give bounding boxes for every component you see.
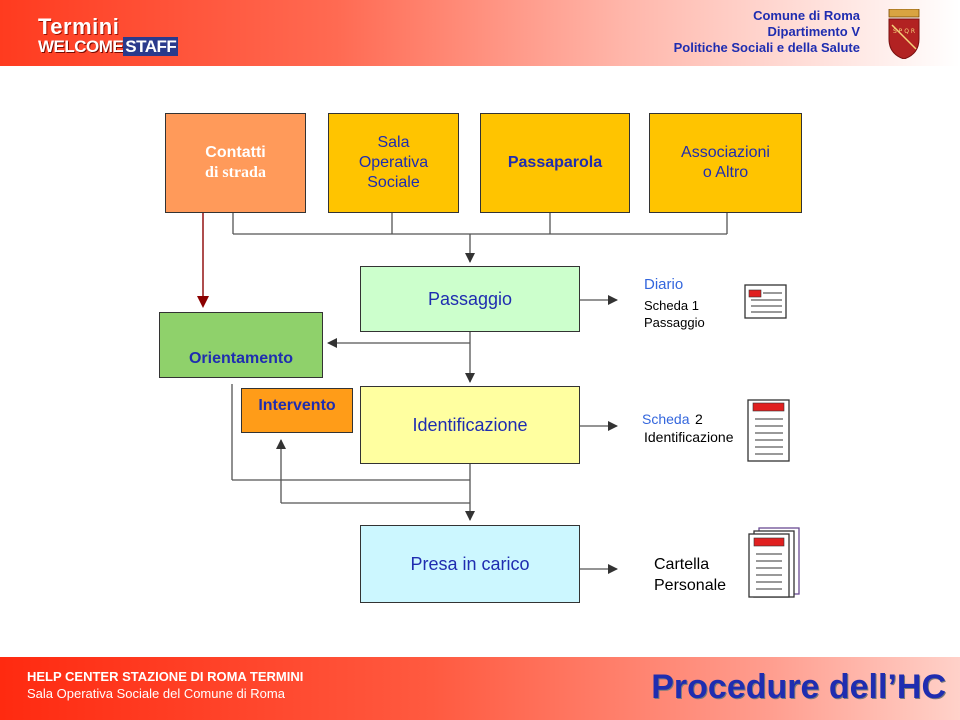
crest-icon: S P Q R	[888, 9, 920, 59]
box-identificazione: Identificazione	[360, 386, 580, 464]
svg-text:S P Q R: S P Q R	[893, 28, 915, 35]
presa-label: Presa in carico	[410, 554, 530, 574]
intervento-label: Intervento	[258, 397, 336, 414]
header-line-comune: Comune di Roma	[753, 8, 860, 23]
footer-sala-operativa: Sala Operativa Sociale del Comune di Rom…	[27, 686, 285, 701]
associazioni-label-2: o Altro	[702, 164, 749, 181]
cartella-personale-label: Cartella Personale	[654, 554, 726, 596]
cartella-line-1: Cartella	[654, 556, 710, 573]
scheda2-number: 2	[695, 411, 703, 427]
box-presa-in-carico: Presa in carico	[360, 525, 580, 603]
sala-label-1: Sala	[377, 134, 410, 151]
identificazione-label: Identificazione	[412, 415, 528, 435]
logo-staff-text: STAFF	[123, 37, 179, 56]
box-intervento: Intervento	[241, 388, 353, 433]
scheda2-identificazione-label: Identificazione	[644, 429, 734, 445]
footer-title: Procedure dell’HC	[651, 668, 946, 706]
orientamento-label: Orientamento	[188, 350, 293, 367]
box-contatti-di-strada: Contatti di strada	[165, 113, 306, 213]
logo-welcome-text: WELCOME	[38, 37, 124, 56]
box-passaparola: Passaparola	[480, 113, 630, 213]
cartella-stack-icon	[748, 527, 800, 598]
sala-label-3: Sociale	[367, 174, 420, 191]
diario-document-icon	[744, 284, 787, 319]
associazioni-label-1: Associazioni	[681, 144, 770, 161]
box-passaggio: Passaggio	[360, 266, 580, 332]
logo-termini: Termini	[38, 14, 120, 39]
header-line-politiche: Politiche Sociali e della Salute	[673, 40, 860, 55]
contatti-label-1: Contatti	[205, 144, 266, 161]
box-orientamento: Orientamento	[159, 312, 323, 378]
scheda2-document-icon	[747, 399, 790, 462]
header-line-dipartimento: Dipartimento V	[767, 24, 860, 39]
cartella-line-2: Personale	[654, 577, 727, 594]
diario-title: Diario	[644, 276, 684, 293]
footer-band	[0, 657, 960, 720]
scheda2-link-label: Scheda	[642, 411, 690, 427]
contatti-label-2: di strada	[205, 164, 266, 181]
scheda1-label: Scheda 1	[644, 298, 699, 313]
passaparola-label: Passaparola	[507, 154, 603, 171]
box-sala-operativa-sociale: Sala Operativa Sociale	[328, 113, 459, 213]
sala-label-2: Operativa	[358, 154, 429, 171]
scheda1-passaggio-label: Passaggio	[644, 315, 705, 330]
footer-help-center: HELP CENTER STAZIONE DI ROMA TERMINI	[27, 669, 304, 684]
passaggio-label: Passaggio	[427, 289, 513, 309]
box-associazioni: Associazioni o Altro	[649, 113, 802, 213]
